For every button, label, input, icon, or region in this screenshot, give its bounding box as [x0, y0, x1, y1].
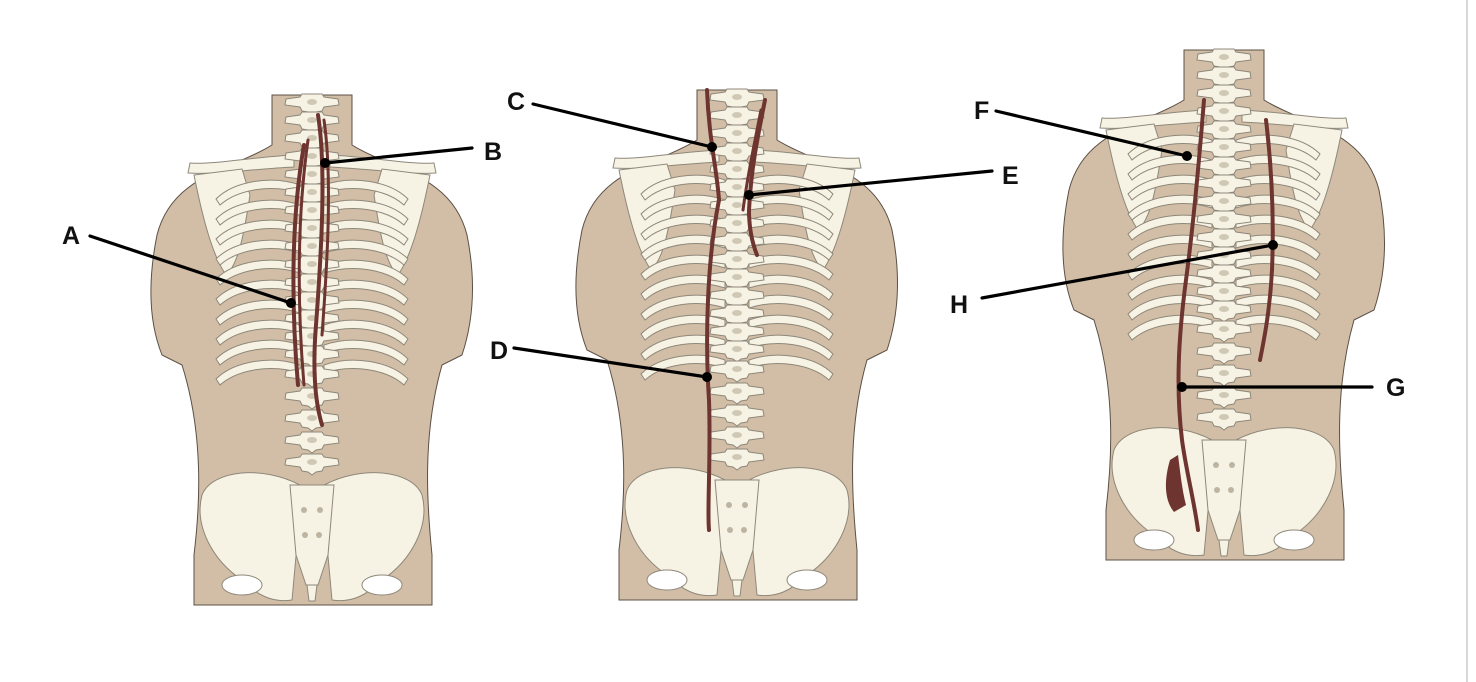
label-c: C	[507, 88, 525, 116]
leader-a: A	[62, 222, 296, 308]
muscle-d	[705, 198, 721, 532]
leader-h: H	[950, 240, 1278, 319]
muscle-g-belly	[1165, 455, 1186, 512]
leader-d: D	[490, 337, 712, 382]
page-edge-divider	[1466, 0, 1468, 682]
label-a: A	[62, 222, 80, 250]
muscle-e	[746, 98, 767, 257]
label-d: D	[490, 337, 508, 365]
muscle-e-2	[741, 108, 763, 212]
muscle-a-2	[297, 138, 310, 387]
muscle-a	[291, 143, 306, 387]
leader-e: E	[744, 162, 1019, 200]
muscle-f	[1176, 98, 1206, 532]
label-g: G	[1386, 374, 1405, 402]
leader-f: F	[974, 97, 1192, 161]
figure-right	[1063, 49, 1384, 560]
label-h: H	[950, 291, 968, 319]
muscle-c	[705, 88, 721, 202]
leader-c: C	[507, 88, 717, 152]
figure-left	[151, 94, 472, 605]
leader-b: B	[320, 138, 502, 168]
figure-middle	[576, 88, 897, 600]
leader-g: G	[1177, 374, 1405, 402]
label-e: E	[1002, 162, 1019, 190]
muscle-b-2	[320, 118, 330, 337]
label-f: F	[974, 97, 989, 125]
label-b: B	[484, 138, 502, 166]
muscle-h	[1258, 118, 1275, 362]
